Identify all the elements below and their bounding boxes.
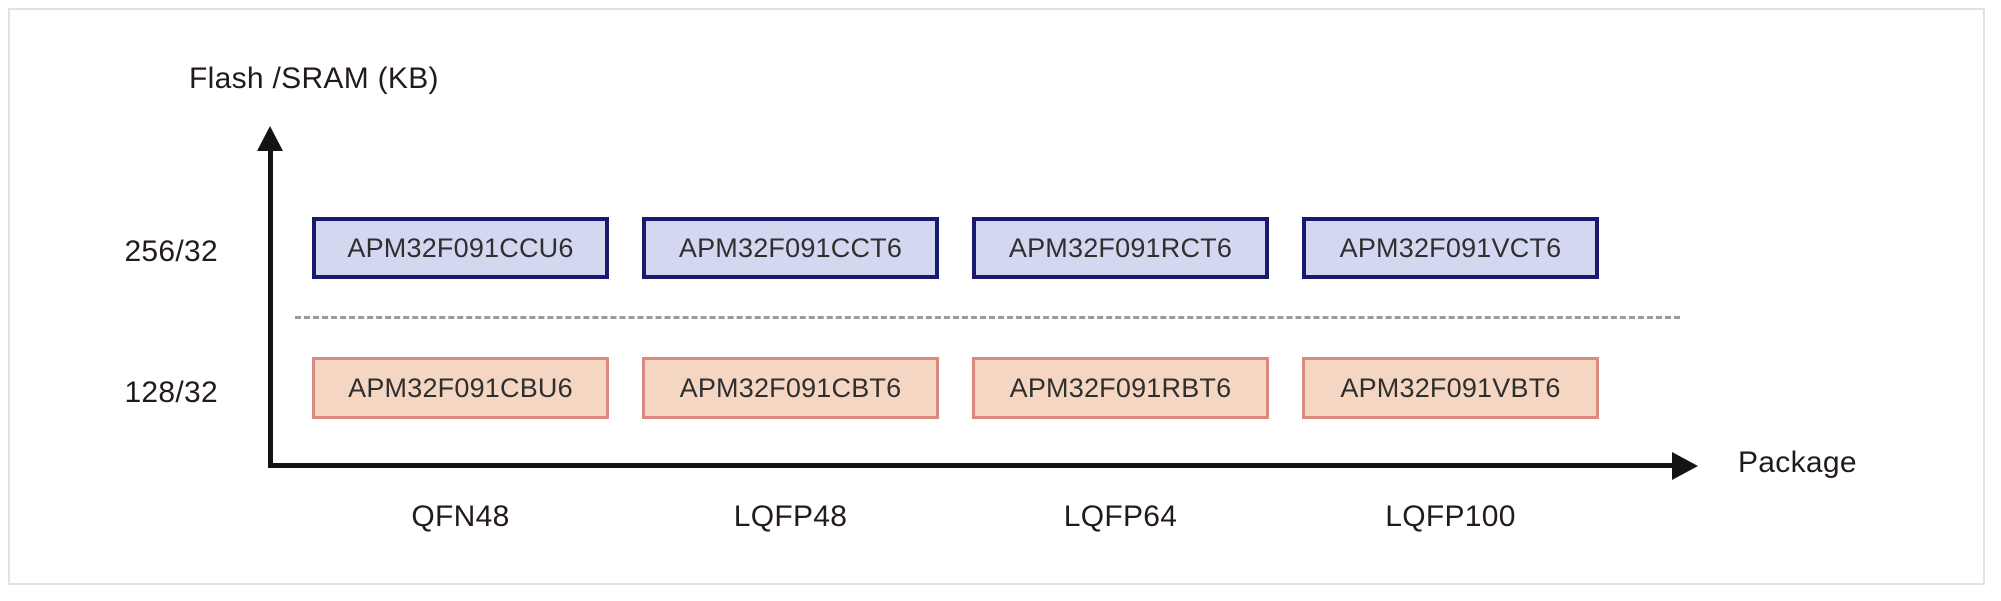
part-box-apm32f091ccu6[interactable]: APM32F091CCU6 [312,217,609,279]
x-axis-line [268,463,1676,468]
part-box-apm32f091cbt6[interactable]: APM32F091CBT6 [642,357,939,419]
part-box-apm32f091cct6[interactable]: APM32F091CCT6 [642,217,939,279]
x-tick-label-qfn48: QFN48 [411,500,510,533]
package-flash-matrix-diagram: Flash /SRAM (KB) Package 256/32 128/32 A… [10,10,1983,583]
part-box-apm32f091rbt6[interactable]: APM32F091RBT6 [972,357,1269,419]
x-tick-label-lqfp100: LQFP100 [1385,500,1516,533]
y-axis-arrow-icon [257,126,283,151]
y-tick-label-128-32: 128/32 [124,376,218,409]
part-box-apm32f091cbu6[interactable]: APM32F091CBU6 [312,357,609,419]
x-axis-arrow-icon [1672,452,1698,480]
x-tick-label-lqfp48: LQFP48 [733,500,848,533]
y-axis-line [268,146,273,468]
part-box-apm32f091rct6[interactable]: APM32F091RCT6 [972,217,1269,279]
row-divider-dashed-line [295,316,1680,319]
y-tick-label-256-32: 256/32 [124,235,218,268]
y-axis-title: Flash /SRAM (KB) [189,62,439,95]
part-box-apm32f091vct6[interactable]: APM32F091VCT6 [1302,217,1599,279]
diagram-frame: Flash /SRAM (KB) Package 256/32 128/32 A… [8,8,1985,585]
x-tick-label-lqfp64: LQFP64 [1063,500,1178,533]
part-box-apm32f091vbt6[interactable]: APM32F091VBT6 [1302,357,1599,419]
x-axis-title: Package [1738,446,1857,479]
